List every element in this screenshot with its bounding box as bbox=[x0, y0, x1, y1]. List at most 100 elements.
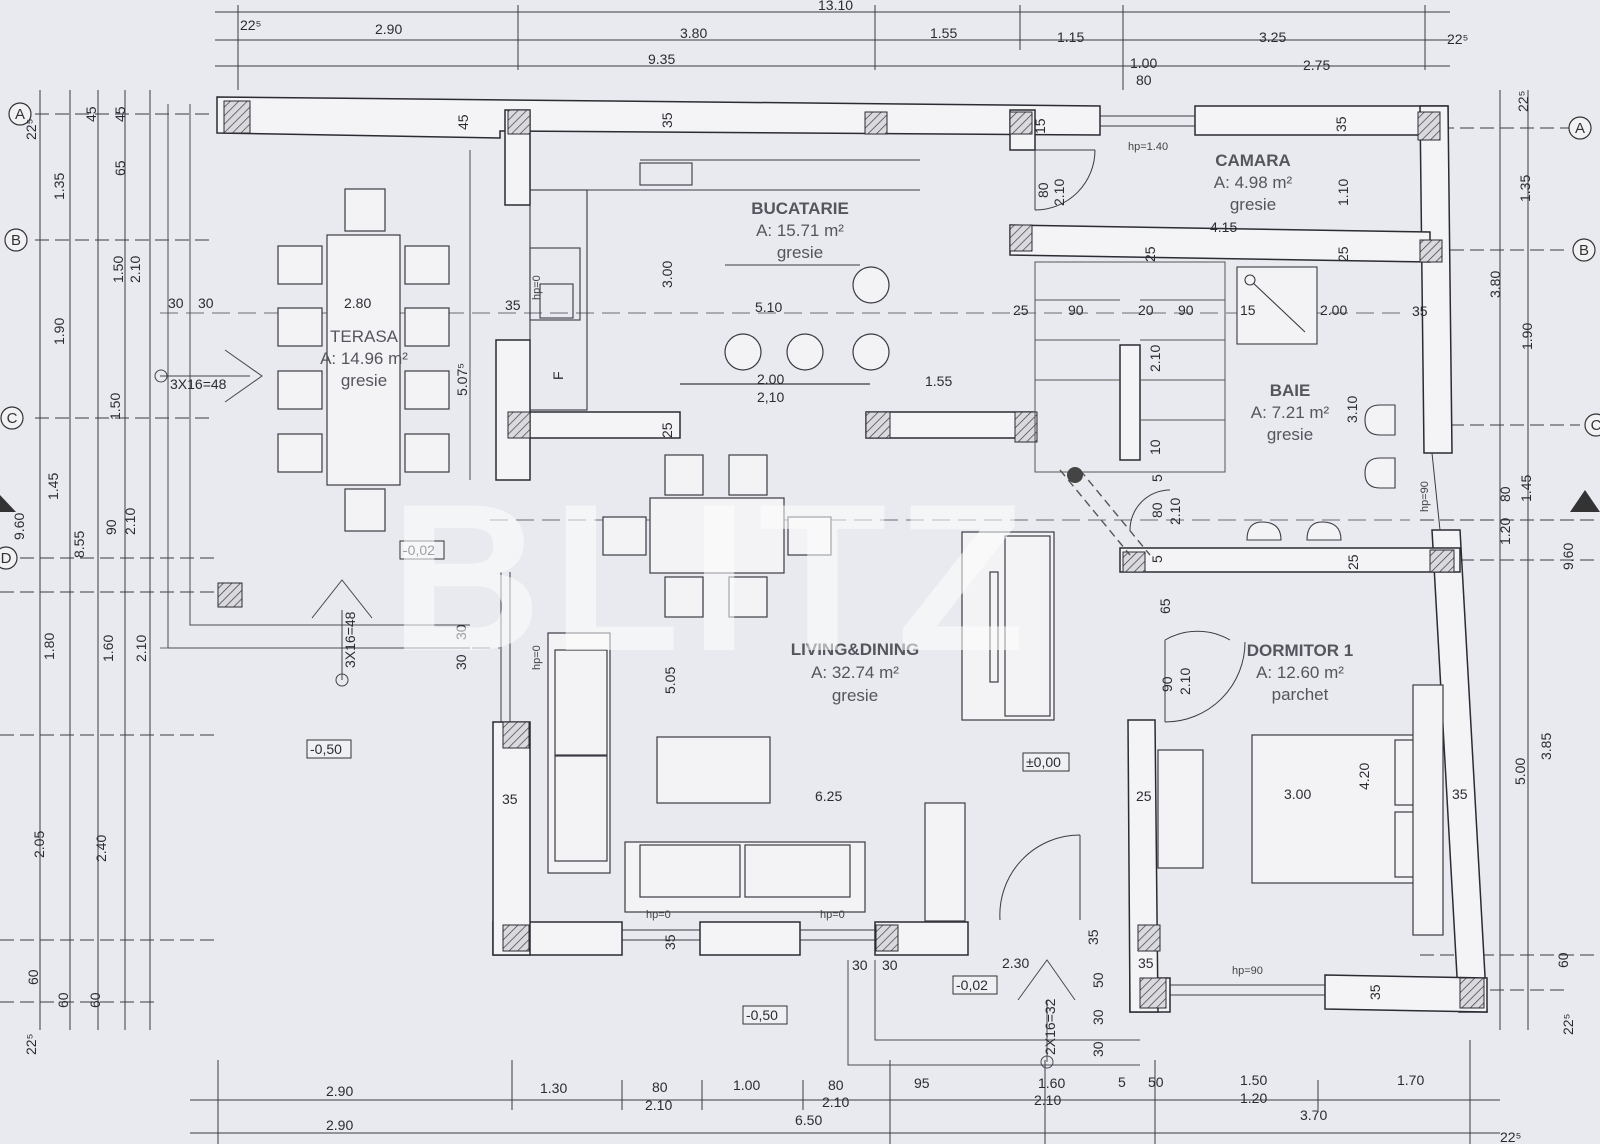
dim-inner-64: hp=90 bbox=[1232, 965, 1263, 977]
dim-top-7: 22⁵ bbox=[1447, 31, 1468, 47]
wall-kitchen-bottom bbox=[529, 411, 681, 439]
dim-inner-2: 35 bbox=[659, 112, 675, 128]
dim-inner-58: 2.30 bbox=[1002, 955, 1029, 971]
dim-inner-22: 35 bbox=[1412, 303, 1428, 319]
dim-left-11: 45 bbox=[112, 106, 128, 122]
dim-inner-51: 4.20 bbox=[1356, 763, 1372, 790]
level-marks bbox=[306, 540, 1070, 1025]
living-area: A: 32.74 m² bbox=[811, 663, 899, 682]
axis-b-right-label: B bbox=[1579, 242, 1589, 259]
dim-right-11: 60 bbox=[1555, 952, 1571, 968]
dim-inner-55: 35 bbox=[662, 934, 678, 950]
axis-markers bbox=[0, 102, 1600, 570]
section-marker-right bbox=[1570, 490, 1600, 512]
dim-inner-34: 80 bbox=[1149, 502, 1165, 518]
dim-inner-10: 30 bbox=[168, 295, 184, 311]
dim-left-4: 1.45 bbox=[45, 473, 61, 500]
dim-left-23: 60 bbox=[87, 992, 103, 1008]
dim-bottom-14: 1.20 bbox=[1240, 1090, 1267, 1106]
dim-inner-16: 25 bbox=[1013, 302, 1029, 318]
baie-area: A: 7.21 m² bbox=[1251, 403, 1330, 422]
living-name: LIVING&DINING bbox=[791, 640, 919, 659]
dim-bottom-10: 2.10 bbox=[1034, 1092, 1061, 1108]
living-floor: gresie bbox=[832, 686, 878, 705]
dim-inner-50: 3.00 bbox=[1284, 786, 1311, 802]
dim-inner-3: 15 bbox=[1032, 118, 1048, 134]
dim-left-8: 60 bbox=[25, 969, 41, 985]
dim-top-6: 3.25 bbox=[1259, 29, 1286, 45]
axis-b-right-marker bbox=[1572, 238, 1596, 262]
dim-inner-63: 30 bbox=[1090, 1041, 1106, 1057]
dim-inner-60: 35 bbox=[1138, 955, 1154, 971]
dim-inner-5: 80 bbox=[1035, 182, 1051, 198]
bedroom-furniture bbox=[1157, 684, 1444, 936]
dim-inner-30: 3.10 bbox=[1344, 396, 1360, 423]
dim-inner-39: 25 bbox=[1345, 554, 1361, 570]
dim-top-9: 1.00 bbox=[1130, 55, 1157, 71]
dim-bottom-17: 6.50 bbox=[795, 1112, 822, 1128]
dim-top-total: 13.10 bbox=[818, 0, 853, 13]
wall-living-left-upper bbox=[495, 339, 531, 481]
dim-bottom-16: 2.90 bbox=[326, 1117, 353, 1133]
dim-right-8: 9.60 bbox=[1560, 543, 1576, 570]
camara-name: CAMARA bbox=[1215, 151, 1291, 170]
dim-top-4: 1.55 bbox=[930, 25, 957, 41]
dim-inner-41: 30 bbox=[453, 654, 469, 670]
dim-left-2: 1.35 bbox=[51, 173, 67, 200]
staircase bbox=[1034, 261, 1226, 556]
dim-inner-54: hp=0 bbox=[820, 909, 845, 921]
dim-bottom-1: 2.90 bbox=[326, 1083, 353, 1099]
stair-start-point bbox=[1067, 467, 1083, 483]
dim-left-9: 22⁵ bbox=[23, 1034, 39, 1055]
dim-left-14: 2.10 bbox=[127, 256, 143, 283]
windows bbox=[500, 115, 1441, 996]
dim-inner-45: 90 bbox=[1159, 676, 1175, 692]
dormitor-floor: parchet bbox=[1272, 685, 1329, 704]
level-outside-left: -0,50 bbox=[310, 741, 342, 757]
bathroom-fixtures bbox=[1236, 266, 1396, 541]
wall-bath-bottom bbox=[1119, 547, 1461, 573]
dim-top-5: 1.15 bbox=[1057, 29, 1084, 45]
baie-floor: gresie bbox=[1267, 425, 1313, 444]
dim-bottom-8: 95 bbox=[914, 1075, 930, 1091]
dim-inner-46: 2.10 bbox=[1177, 668, 1193, 695]
entrance-landing bbox=[847, 959, 1140, 1069]
dormitor-name: DORMITOR 1 bbox=[1247, 641, 1353, 660]
dim-top-11: 2.75 bbox=[1303, 57, 1330, 73]
terrace-stair-arrows bbox=[154, 349, 373, 687]
terrace-dining-set bbox=[277, 188, 450, 532]
dim-right-4: 1.90 bbox=[1519, 323, 1535, 350]
dim-left-1: 22⁵ bbox=[23, 119, 39, 140]
dim-right-12: 22⁵ bbox=[1560, 1014, 1576, 1035]
dim-bottom-11: 5 bbox=[1118, 1074, 1126, 1090]
side-dimension-lines bbox=[0, 90, 1600, 1030]
wall-top-right bbox=[1194, 105, 1449, 136]
dim-left-7: 2.05 bbox=[31, 831, 47, 858]
axis-a-right-marker bbox=[1568, 116, 1592, 140]
dim-left-19: 1.60 bbox=[100, 635, 116, 662]
dim-right-1: 22⁵ bbox=[1515, 91, 1531, 112]
dim-bottom-3: 80 bbox=[652, 1079, 668, 1095]
dim-bottom-7: 2.10 bbox=[822, 1094, 849, 1110]
dim-inner-28: 1.55 bbox=[925, 373, 952, 389]
dim-inner-17: 90 bbox=[1068, 302, 1084, 318]
axis-d-left-marker bbox=[0, 546, 18, 570]
level-entrance: -0,02 bbox=[956, 977, 988, 993]
dim-inner-18: 20 bbox=[1138, 302, 1154, 318]
level-terasa: -0,02 bbox=[403, 542, 435, 558]
dim-inner-27: 2,10 bbox=[757, 389, 784, 405]
dim-inner-14: 3.00 bbox=[659, 261, 675, 288]
dim-inner-1: 45 bbox=[455, 114, 471, 130]
dim-left-6: 1.80 bbox=[41, 633, 57, 660]
dim-inner-49: 25 bbox=[1136, 788, 1152, 804]
dim-bottom-18: 3.70 bbox=[1300, 1107, 1327, 1123]
bucatarie-floor: gresie bbox=[777, 243, 823, 262]
watermark: BLITZ bbox=[390, 460, 1035, 695]
dim-left-20: 2.10 bbox=[133, 635, 149, 662]
dim-right-6: 1.20 bbox=[1497, 518, 1513, 545]
dim-inner-56: 30 bbox=[852, 957, 868, 973]
dim-left-16: 8.55 bbox=[71, 531, 87, 558]
kitchen-bar-stools bbox=[680, 266, 890, 385]
dim-bottom-19: 22⁵ bbox=[1500, 1129, 1521, 1144]
